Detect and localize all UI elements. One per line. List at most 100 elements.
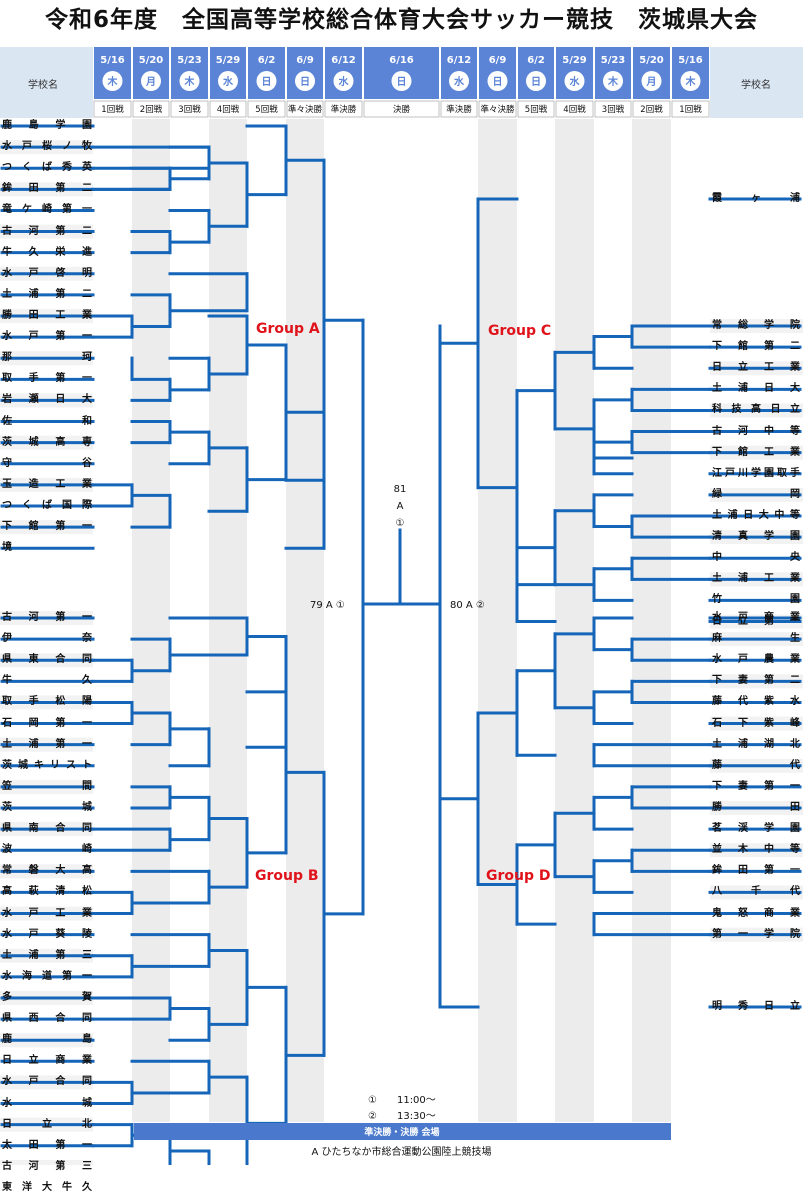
weekday-badge	[179, 71, 200, 91]
round-label-box	[286, 100, 324, 118]
weekday-badge	[680, 71, 701, 91]
date-label: 6/2	[258, 55, 276, 66]
right-team-name: 土浦湖北	[712, 738, 800, 750]
weekday-badge	[449, 71, 469, 91]
tournament-bracket: 学校名学校名5/16木1回戦5/20月2回戦5/23木3回戦5/29水4回戦6/…	[0, 47, 803, 1165]
round-label: 決勝	[393, 104, 411, 115]
right-team-name: 清真学園	[712, 531, 800, 543]
right-team-name: 中央	[712, 552, 800, 564]
left-team-name: つくば国際	[2, 499, 92, 511]
weekday-badge	[603, 71, 623, 91]
left-team-name: 日立商業	[2, 1055, 92, 1067]
round-label: 4回戦	[563, 104, 586, 115]
right-team-name: 下妻第二	[712, 675, 800, 687]
date-label: 5/23	[177, 55, 202, 66]
left-team-name: 水海道第一	[2, 970, 92, 982]
left-team-name: 下館第一	[2, 521, 92, 533]
weekday-label: 水	[222, 75, 234, 88]
semifinal-right-info: 80 A ②	[450, 600, 485, 611]
right-team-name: 藤代紫水	[712, 696, 800, 708]
weekday-badge	[218, 71, 238, 91]
left-team-name: 土浦第二	[2, 288, 92, 300]
venue-note: A ひたちなか市総合運動公園陸上競技場	[311, 1147, 492, 1158]
weekday-label: 日	[262, 76, 272, 88]
left-team-name: 岩瀬日大	[2, 394, 92, 406]
school-header-left-label: 学校名	[28, 78, 58, 91]
school-header-right-label: 学校名	[741, 78, 771, 91]
right-team-name: 下妻第一	[712, 780, 800, 792]
left-team-name: 水戸第一	[2, 331, 92, 343]
left-team-name: 土浦第一	[2, 738, 92, 750]
right-team-name: 竹園	[712, 594, 800, 606]
right-team-name: 茗渓学園	[712, 823, 800, 835]
right-team-name: 日立工業	[712, 362, 800, 374]
final-time-mark: ①	[395, 518, 405, 529]
left-team-name: 茨城キリスト	[2, 759, 92, 771]
round-column-stripe	[209, 119, 247, 1122]
round-label-box	[632, 100, 671, 118]
left-team-name: 勝田工業	[2, 309, 92, 321]
date-label: 6/16	[389, 55, 414, 66]
left-team-name: 鹿島学園	[2, 120, 92, 131]
right-team-name: 石下紫峰	[712, 717, 800, 729]
round-column-stripe	[478, 119, 517, 1122]
weekday-badge	[295, 71, 315, 91]
left-team-name: 太田第一	[2, 1139, 92, 1151]
venue-bar-label: 準決勝・決勝 会場	[364, 1126, 439, 1138]
right-team-name: 明秀日立	[712, 1001, 800, 1012]
weekday-label: 木	[184, 75, 196, 88]
round-label-box	[671, 100, 710, 118]
round-label: 準々決勝	[480, 104, 515, 115]
right-team-name: 常総学院	[712, 320, 800, 331]
right-team-name: 麻生	[712, 633, 800, 645]
left-team-name: 水戸合同	[2, 1076, 92, 1088]
round-label: 2回戦	[140, 104, 163, 115]
round-label: 4回戦	[217, 104, 240, 115]
date-label: 6/2	[527, 55, 545, 66]
left-team-name: 古河第二	[2, 225, 92, 237]
time-slot-1: ① 11:00～	[368, 1095, 436, 1106]
weekday-badge	[141, 71, 161, 91]
right-team-name: 水戸農業	[712, 654, 800, 666]
weekday-label: 月	[145, 76, 156, 88]
time-slot-2: ② 13:30～	[368, 1111, 436, 1122]
left-team-name: 鉾田第二	[2, 183, 92, 195]
left-team-name: 石岡第一	[2, 717, 92, 729]
date-label: 6/12	[331, 55, 356, 66]
final-venue: A	[396, 501, 404, 512]
left-team-name: 茨城高専	[2, 436, 92, 448]
left-team-name: 県南合同	[2, 823, 92, 835]
weekday-label: 日	[493, 76, 503, 88]
date-label: 5/29	[216, 55, 241, 66]
round-label: 5回戦	[255, 104, 278, 115]
weekday-badge	[333, 71, 354, 91]
round-label: 1回戦	[679, 104, 702, 115]
weekday-label: 木	[607, 75, 619, 88]
school-header-right	[710, 47, 803, 118]
left-team-name: 波崎	[2, 844, 92, 856]
date-label: 5/16	[100, 55, 125, 66]
left-team-name: 笠間	[2, 780, 92, 792]
right-team-name: 江戸川学園取手	[712, 467, 800, 479]
left-team-name: 常磐大高	[2, 865, 92, 877]
left-team-name: 水戸桜ノ牧	[2, 141, 92, 153]
round-column-stripe	[555, 119, 594, 1122]
weekday-badge	[641, 71, 662, 91]
venue-bar	[134, 1123, 671, 1140]
left-team-name: 牛久栄進	[2, 246, 92, 258]
round-label-box	[324, 100, 363, 118]
weekday-label: 水	[569, 75, 581, 88]
right-team-name: 土浦日大	[712, 383, 800, 395]
left-team-name: 守谷	[2, 457, 92, 469]
round-label: 5回戦	[525, 104, 548, 115]
right-team-name: 霞ヶ浦	[712, 193, 800, 204]
left-team-name: 鹿島	[2, 1034, 92, 1046]
left-team-name: 多賀	[2, 991, 92, 1003]
round-label: 準決勝	[331, 104, 357, 115]
round-label-box	[555, 100, 594, 118]
left-team-name: 水戸工業	[2, 907, 92, 919]
date-label: 5/20	[139, 55, 164, 66]
weekday-label: 月	[646, 76, 657, 88]
final-match-number: 81	[393, 484, 407, 495]
right-team-name: 下館工業	[712, 446, 800, 458]
